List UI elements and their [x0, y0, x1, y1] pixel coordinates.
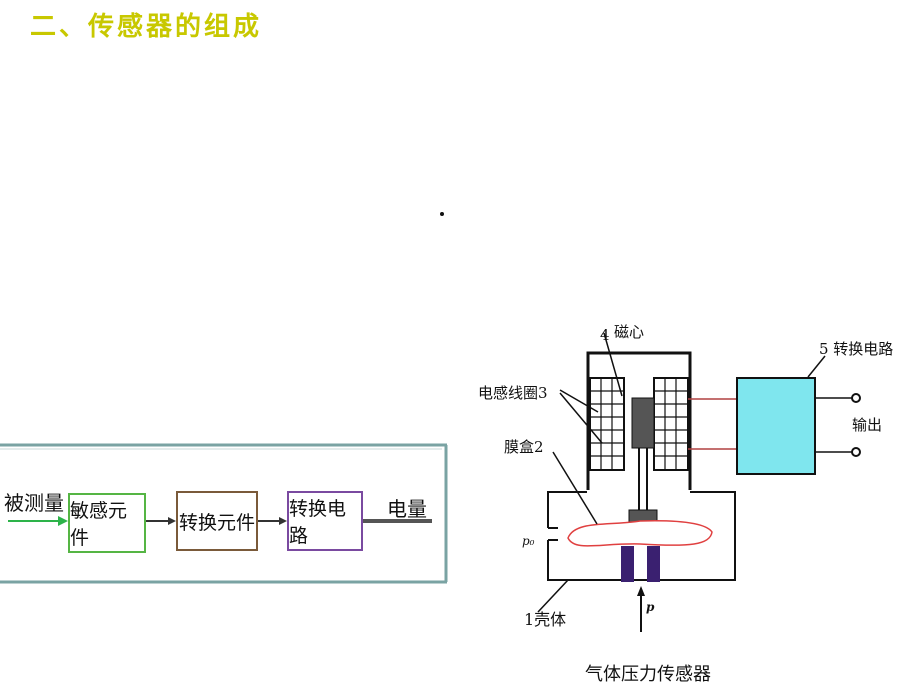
output-label: 电量 — [387, 497, 427, 521]
input-label: 被测量 — [4, 491, 64, 515]
input-arrowhead — [58, 516, 68, 526]
inlet-block-left — [621, 546, 634, 582]
block-conversion-element: 转换元件 — [176, 491, 258, 551]
diaphragm-leader — [552, 451, 598, 525]
label-coil: 电感线圈3 — [478, 384, 548, 402]
coil-left — [589, 377, 625, 471]
coil-grid — [590, 378, 688, 470]
output-terminal-bottom — [851, 447, 861, 457]
housing-lower — [547, 491, 736, 581]
label-output: 输出 — [852, 416, 883, 434]
slide-title: 二、传感器的组成 — [30, 12, 263, 42]
label-core: 磁心 — [614, 323, 645, 341]
output-terminal-top — [851, 393, 861, 403]
magnetic-core — [631, 397, 655, 449]
circuit-leader — [807, 355, 826, 378]
coil-right — [653, 377, 689, 471]
label-core-num: 4 — [600, 326, 610, 344]
figure-caption: 气体压力传感器 — [585, 664, 711, 685]
block-conversion-circuit: 转换电路 — [287, 491, 363, 551]
label-p: p — [646, 600, 655, 614]
label-diaphragm: 膜盒2 — [504, 438, 544, 456]
label-shell: 1壳体 — [524, 610, 567, 629]
coil-leader-2 — [559, 392, 603, 444]
shell-leader — [537, 579, 569, 613]
bullet-dot — [440, 212, 444, 216]
housing-upper-left — [547, 491, 587, 528]
yoke-frame — [586, 351, 692, 490]
core-leader — [603, 332, 623, 397]
coil-leader-1 — [559, 389, 599, 413]
label-p0: p₀ — [522, 534, 535, 548]
block-sensing-element: 敏感元件 — [68, 493, 146, 553]
inlet-block-right — [647, 546, 660, 582]
label-circuit: 5 转换电路 — [819, 340, 894, 358]
diaphragm-capsule — [567, 520, 713, 547]
conversion-circuit-box — [736, 377, 816, 475]
